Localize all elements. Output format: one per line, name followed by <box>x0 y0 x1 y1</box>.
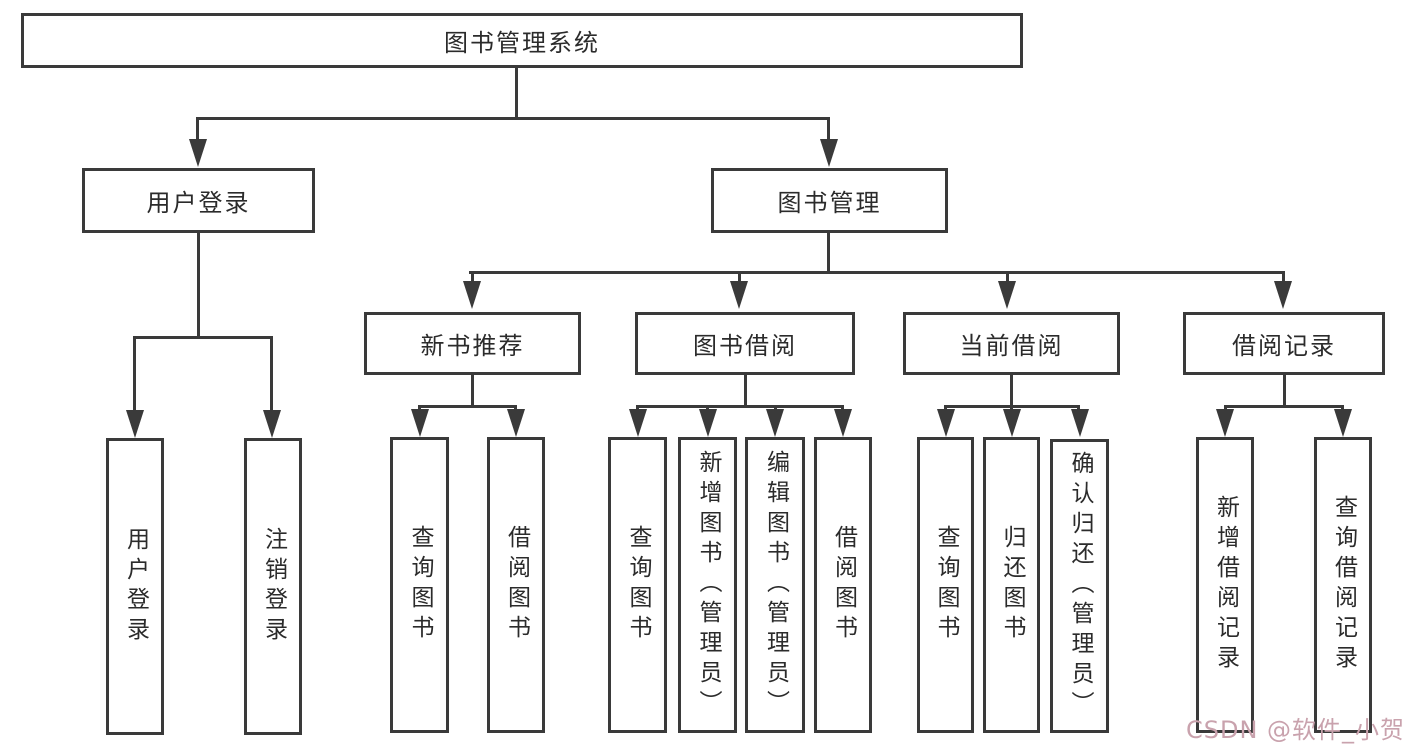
node-edit-books-admin: 编辑图书（管理员） <box>745 437 805 733</box>
node-label: 新增图书（管理员） <box>695 450 721 720</box>
arrow-down-icon <box>189 139 207 167</box>
node-return-books: 归还图书 <box>983 437 1040 733</box>
arrow-down-icon <box>629 409 647 437</box>
node-user-login: 用户登录 <box>82 168 315 233</box>
connector-hline <box>418 405 517 408</box>
node-label: 查询借阅记录 <box>1330 495 1357 675</box>
connector-hline <box>469 271 1285 274</box>
node-logout: 注销登录 <box>244 438 302 735</box>
arrow-down-icon <box>834 409 852 437</box>
arrow-down-icon <box>699 409 717 437</box>
node-label: 确认归还（管理员） <box>1067 451 1093 721</box>
node-label: 用户登录 <box>146 189 251 217</box>
node-label: 新增借阅记录 <box>1212 495 1239 675</box>
node-confirm-return-admin: 确认归还（管理员） <box>1050 439 1109 733</box>
arrow-down-icon <box>820 139 838 167</box>
connector-vline <box>827 233 830 274</box>
connector-vline <box>1010 375 1013 406</box>
connector-vline <box>197 233 200 337</box>
node-label: 编辑图书（管理员） <box>762 450 789 720</box>
connector-vline <box>133 336 136 410</box>
arrow-down-icon <box>126 410 144 438</box>
arrow-down-icon <box>263 410 281 438</box>
arrow-down-icon <box>937 409 955 437</box>
connector-vline <box>1282 271 1285 283</box>
arrow-down-icon <box>1274 281 1292 309</box>
node-library-management-system: 图书管理系统 <box>21 13 1023 68</box>
arrow-down-icon <box>1334 409 1352 437</box>
connector-vline <box>471 375 474 406</box>
node-borrow-books: 借阅图书 <box>814 437 872 733</box>
node-borrowing-records: 借阅记录 <box>1183 312 1385 375</box>
node-label: 查询图书 <box>625 525 651 645</box>
node-current-borrowing: 当前借阅 <box>903 312 1120 375</box>
node-label: 注销登录 <box>260 526 287 647</box>
node-query-books-current: 查询图书 <box>917 437 974 733</box>
arrow-down-icon <box>1071 409 1089 437</box>
arrow-down-icon <box>766 409 784 437</box>
connector-vline <box>1006 271 1009 283</box>
connector-hline <box>1224 405 1344 408</box>
node-label: 当前借阅 <box>959 332 1064 360</box>
arrow-down-icon <box>998 281 1016 309</box>
node-book-borrowing: 图书借阅 <box>635 312 855 375</box>
node-user-login-leaf: 用户登录 <box>106 438 164 735</box>
node-book-management: 图书管理 <box>711 168 948 233</box>
node-label: 借阅记录 <box>1232 332 1336 360</box>
connector-vline <box>738 271 741 283</box>
arrow-down-icon <box>507 409 525 437</box>
node-label: 用户登录 <box>122 526 149 647</box>
node-label: 查询图书 <box>407 525 433 645</box>
connector-hline <box>133 336 273 339</box>
connector-vline <box>1283 375 1286 406</box>
arrow-down-icon <box>411 409 429 437</box>
connector-hline <box>196 117 830 120</box>
node-label: 查询图书 <box>933 525 959 645</box>
connector-vline <box>270 336 273 410</box>
node-label: 借阅图书 <box>503 525 530 645</box>
node-label: 图书管理系统 <box>444 29 600 57</box>
connector-hline <box>636 405 844 408</box>
node-query-books-recommend: 查询图书 <box>390 437 449 733</box>
node-label: 借阅图书 <box>830 525 857 645</box>
node-add-borrow-record: 新增借阅记录 <box>1196 437 1254 733</box>
connector-vline <box>471 271 474 283</box>
arrow-down-icon <box>730 281 748 309</box>
node-borrow-books-recommend: 借阅图书 <box>487 437 545 733</box>
connector-vline <box>744 375 747 406</box>
node-new-book-recommendation: 新书推荐 <box>364 312 581 375</box>
node-label: 图书管理 <box>777 189 882 217</box>
connector-vline <box>827 117 830 141</box>
arrow-down-icon <box>1003 409 1021 437</box>
node-label: 图书借阅 <box>693 332 797 360</box>
node-query-borrow-record: 查询借阅记录 <box>1314 437 1372 733</box>
arrow-down-icon <box>463 281 481 309</box>
csdn-watermark: CSDN @软件_小贺同学 <box>1186 716 1405 744</box>
connector-vline <box>515 68 518 118</box>
node-query-books-borrowing: 查询图书 <box>608 437 667 733</box>
node-label: 新书推荐 <box>420 332 525 360</box>
connector-vline <box>196 117 199 141</box>
node-label: 归还图书 <box>999 525 1025 645</box>
arrow-down-icon <box>1216 409 1234 437</box>
node-add-books-admin: 新增图书（管理员） <box>678 437 737 733</box>
